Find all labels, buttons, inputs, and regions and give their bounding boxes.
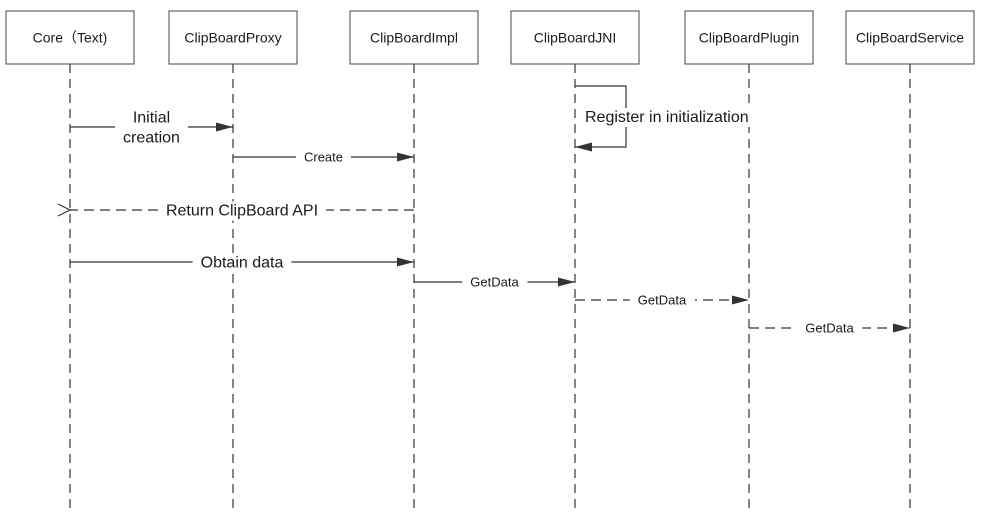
participant-box-jni — [510, 10, 640, 65]
participant-box-impl — [349, 10, 479, 65]
participant-box-proxy — [168, 10, 298, 65]
message-label-getdata-service: GetData — [797, 319, 863, 337]
message-label-line: GetData — [470, 275, 519, 290]
message-label-line: Obtain data — [201, 255, 284, 272]
participant-label-jni: ClipBoardJNI — [534, 30, 616, 46]
participant-label-service: ClipBoardService — [856, 30, 964, 46]
message-label-getdata-plugin: GetData — [629, 291, 695, 309]
message-label-getdata-jni: GetData — [462, 273, 528, 291]
participant-label-impl: ClipBoardImpl — [370, 30, 458, 46]
message-label-initial-creation: Initial creation — [115, 108, 188, 148]
message-label-register: Register in initialization — [583, 108, 751, 127]
message-label-line: GetData — [805, 321, 854, 336]
message-label-line: Create — [304, 150, 343, 165]
message-label-line: GetData — [638, 293, 687, 308]
message-label-bg — [295, 148, 352, 166]
message-label-line: Register in initialization — [585, 109, 749, 126]
message-label-create: Create — [295, 148, 352, 166]
message-label-return-api: Return ClipBoard API — [157, 201, 327, 221]
message-label-line: creation — [123, 130, 180, 147]
message-label-bg — [462, 273, 528, 291]
message-label-bg — [797, 319, 863, 337]
message-label-line: Return ClipBoard API — [166, 203, 318, 220]
message-label-line: Initial — [133, 110, 170, 127]
participant-box-service — [845, 10, 975, 65]
message-label-bg — [192, 253, 292, 273]
participant-box-core — [5, 10, 135, 65]
participant-label-core: Core（Text) — [33, 30, 108, 46]
message-label-bg — [115, 108, 188, 148]
message-label-bg — [629, 291, 695, 309]
participant-label-proxy: ClipBoardProxy — [184, 30, 281, 46]
message-label-obtain-data: Obtain data — [192, 253, 292, 273]
participant-box-plugin — [684, 10, 814, 65]
message-label-bg — [583, 108, 751, 127]
participant-label-plugin: ClipBoardPlugin — [699, 30, 799, 46]
message-label-bg — [157, 201, 327, 221]
